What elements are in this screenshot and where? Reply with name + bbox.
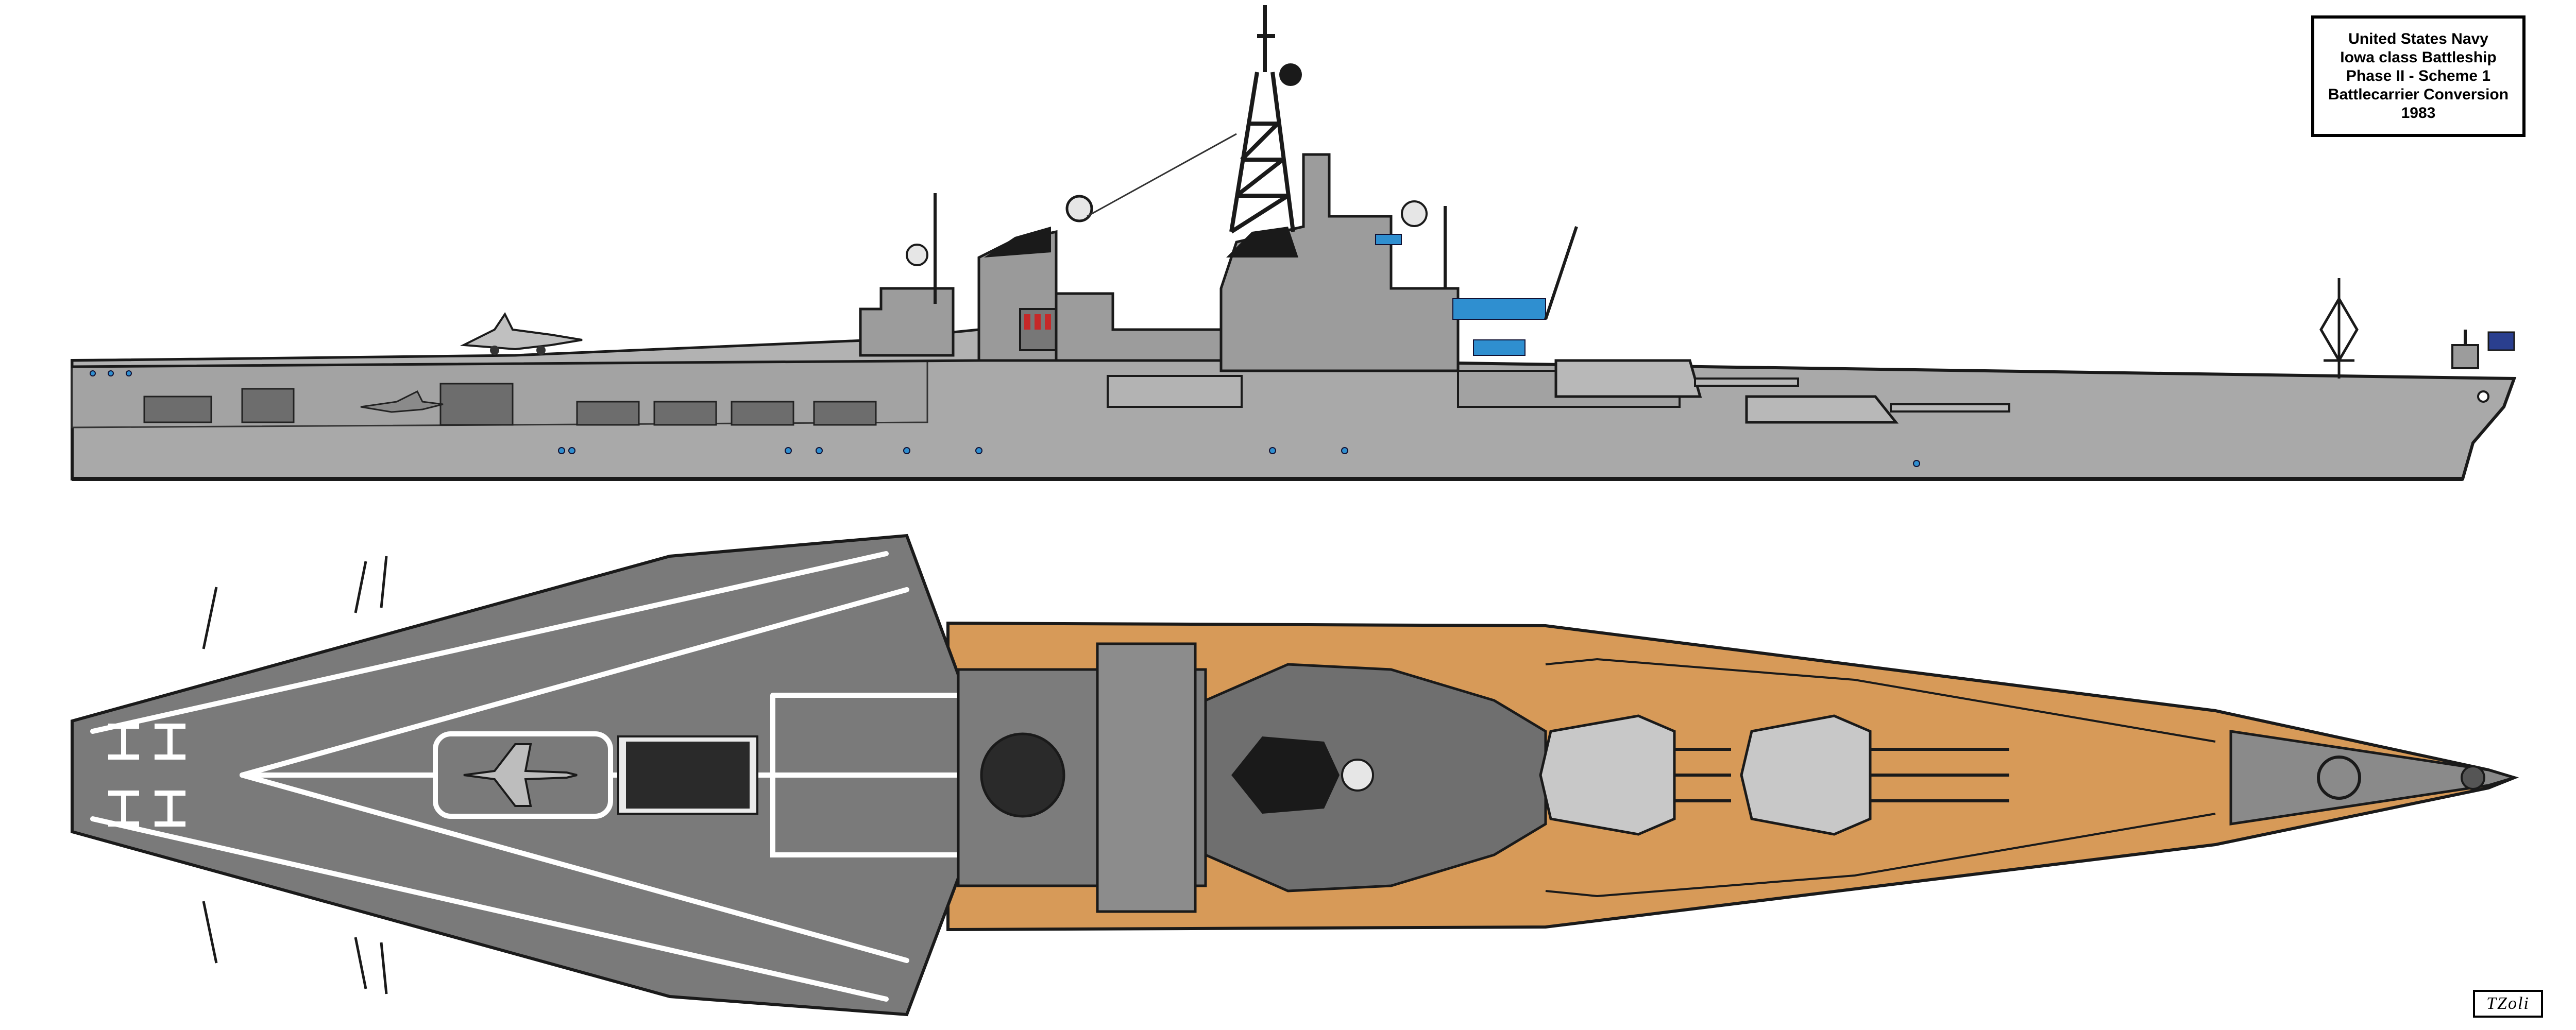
- bow-gun-mount: [2461, 765, 2485, 790]
- title-line-class: Iowa class Battleship: [2340, 49, 2497, 66]
- boat-deck: [1107, 375, 1243, 408]
- stay-wire: [1087, 133, 1237, 217]
- hangar-door: [576, 401, 640, 426]
- antenna-spikes: [202, 556, 388, 994]
- missile-launchers: [1019, 308, 1057, 351]
- aircraft-icon: [360, 390, 444, 413]
- hangar-door: [653, 401, 717, 426]
- hangar-door: [731, 401, 794, 426]
- main-gun-turret-icon: [1539, 714, 1731, 836]
- deck-markings: [90, 551, 961, 1002]
- title-line-year: 1983: [2401, 105, 2436, 122]
- main-gun-turret-icon: [1745, 395, 2010, 424]
- bow-gun-mount: [2451, 330, 2479, 369]
- hangar-door: [143, 396, 212, 423]
- title-line-navy: United States Navy: [2348, 30, 2488, 47]
- aircraft-icon: [460, 312, 583, 355]
- bridge-top: [1231, 736, 1340, 814]
- hangar-door: [813, 401, 877, 426]
- artist-signature: TZoli: [2473, 990, 2543, 1018]
- mid-superstructure: [1055, 292, 1238, 362]
- side-profile: [71, 5, 2517, 481]
- radar-dome-icon: [1279, 63, 1302, 86]
- bow-radar-mast: [2317, 756, 2361, 800]
- main-gun-turret-icon: [1740, 714, 2009, 836]
- hatch-grid: [617, 735, 758, 815]
- aft-superstructure: [859, 287, 955, 357]
- aircraft-icon: [463, 743, 578, 807]
- radar-dome-icon: [1401, 200, 1428, 227]
- anchor-hawse: [2477, 390, 2489, 403]
- forward-superstructure-top: [1204, 663, 1547, 892]
- main-gun-turret-icon: [1554, 359, 1799, 398]
- landing-markers: [108, 724, 185, 827]
- funnel-cap: [984, 227, 1051, 258]
- bow-radar-mast: [2319, 278, 2359, 379]
- flag-icon: [2487, 331, 2515, 351]
- funnel-top: [980, 732, 1065, 818]
- forecastle: [2229, 730, 2519, 826]
- radar-dome-icon: [906, 244, 928, 266]
- top-view: [71, 534, 2519, 1017]
- title-block: United States Navy Iowa class Battleship…: [2311, 15, 2526, 137]
- hangar-door: [439, 383, 514, 426]
- mid-superstructure-top: [1096, 642, 1197, 913]
- radar-dome-icon: [1065, 195, 1093, 222]
- radar-dome-icon: [1341, 759, 1374, 792]
- mast-icon: [1544, 226, 1578, 320]
- forward-superstructure: [1219, 153, 1460, 372]
- bridge-windows: [1375, 234, 1546, 356]
- bridge-cap: [1226, 227, 1298, 258]
- hangar-door: [241, 388, 295, 423]
- title-line-phase: Phase II - Scheme 1: [2346, 67, 2491, 84]
- portholes: [90, 370, 1920, 467]
- mast-icon: [1229, 5, 1295, 234]
- title-line-conversion: Battlecarrier Conversion: [2328, 86, 2509, 103]
- deck-lines: [1545, 658, 2216, 898]
